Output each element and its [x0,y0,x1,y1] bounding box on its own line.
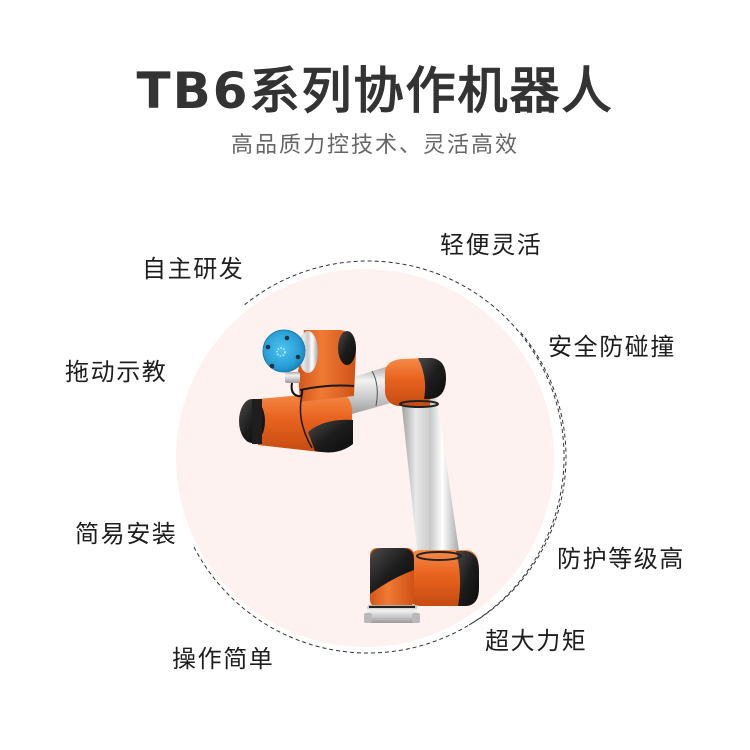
elbow-joint-cap [418,358,446,399]
base-mounting-flange [367,605,417,623]
elbow-tube-ring [399,400,439,408]
flange-screw [265,344,271,350]
feature-label-high-torque: 超大力矩 [485,627,588,655]
page-subtitle: 高品质力控技术、灵活高效 [230,133,519,158]
feature-circle-dashed-outline-inner [468,331,567,626]
flange-screw [295,354,301,360]
shoulder-joint-cap [456,551,479,606]
base-foot-right [412,613,420,623]
feature-label-drag-teaching: 拖动示教 [65,358,168,386]
tool-flange [262,329,306,373]
feature-label-high-protection-rating: 防护等级高 [557,545,685,573]
shoulder-tube-ring [416,551,462,561]
feature-label-easy-installation: 简易安装 [75,520,178,548]
feature-label-independent-rd: 自主研发 [142,255,245,283]
feature-circle-fill [176,269,554,647]
flange-screw [284,335,290,341]
base-joint-cap [370,548,414,594]
wrist3-end-cap [338,331,356,365]
feature-label-simple-operation: 操作简单 [172,645,275,673]
wrist-joint-seam [299,384,355,391]
tool-cable [290,382,304,398]
wrist-joint-seam-vertical [299,394,313,449]
flange-screw [269,363,275,369]
forearm-tube-ring [371,370,378,407]
feature-label-collision-safety: 安全防碰撞 [548,333,676,361]
flange-led-ring [276,347,286,357]
base-foot-left [364,613,372,623]
wrist2-end-cap-body [252,399,262,444]
wrist2-bottom-cap [308,419,353,453]
upper-arm-tube [401,398,460,558]
elbow-joint [385,358,430,406]
tool-connector [285,372,300,383]
collaborative-robot-arm-icon [239,329,479,623]
feature-label-lightweight-flexible: 轻便灵活 [440,231,543,259]
page-title: TB6系列协作机器人 [136,62,614,120]
